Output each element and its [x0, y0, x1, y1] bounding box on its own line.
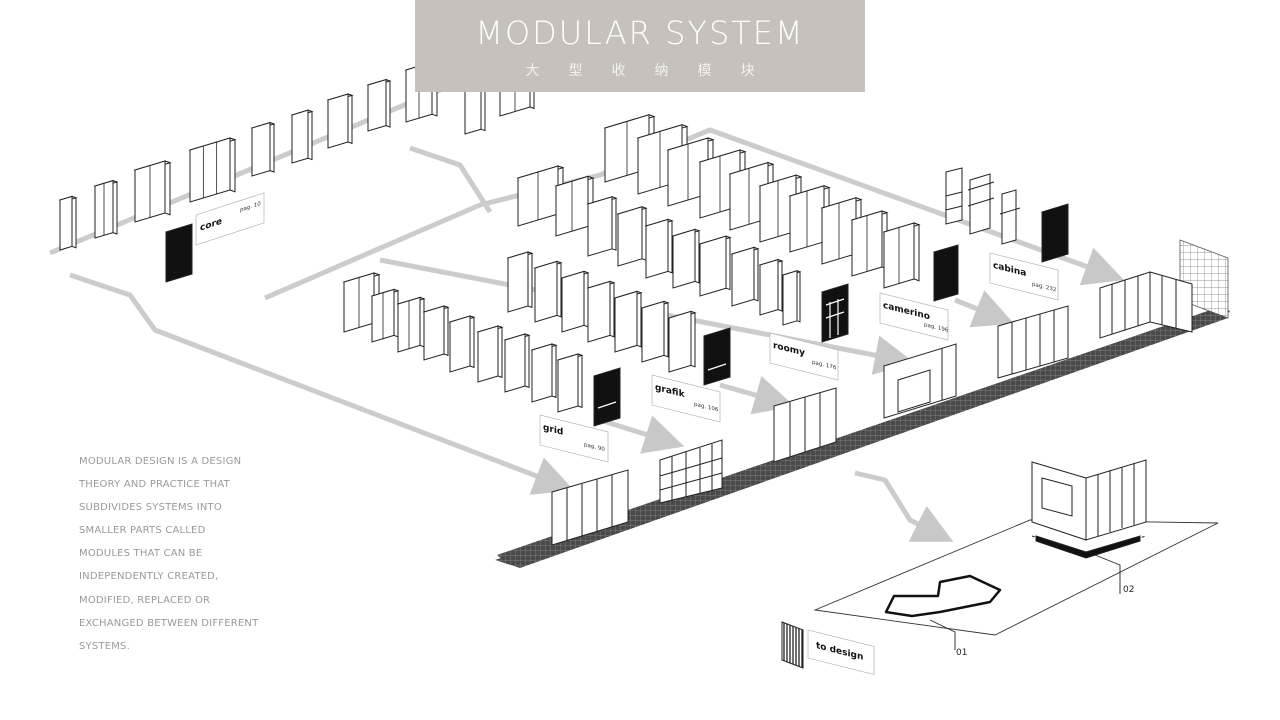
roomy-sample-panel [821, 283, 849, 343]
description-text: modular design is a design theory and pr… [79, 450, 269, 658]
grafik-assembly [659, 439, 723, 504]
description-line: subdivides systems into [79, 502, 222, 514]
path-left-down [69, 272, 575, 495]
page-subtitle: 大型收纳模块 [525, 63, 784, 79]
cabina-assembly [997, 305, 1069, 379]
roomy-module [758, 258, 784, 316]
cabina-label-card: cabina pag. 232 [989, 252, 1059, 301]
core-label-card: core pag. 10 [195, 192, 265, 246]
description-line: systems. [79, 640, 130, 652]
grid-assembly [551, 469, 629, 546]
roomy-module [586, 196, 618, 257]
to-design-label-card: to design [807, 629, 875, 675]
description-line: independently created, [79, 571, 219, 583]
path-upper-branch [409, 145, 493, 214]
camerino-label-card: camerino pag. 196 [879, 292, 949, 341]
camerino-assembly [883, 343, 957, 419]
grafik-module [667, 310, 697, 373]
grid-module [422, 305, 450, 361]
grid-sample-panel [593, 367, 621, 427]
grafik-sample-panel [703, 327, 731, 386]
grid-module [503, 333, 531, 393]
design-floor-plane [813, 519, 1219, 636]
grafik-module [586, 280, 616, 343]
core-module [188, 137, 237, 203]
description-line: modules that can be [79, 548, 203, 560]
grid-module [530, 343, 558, 403]
description-line: smaller parts called [79, 525, 206, 537]
roomy-module [730, 246, 760, 307]
grafik-module [533, 260, 563, 323]
grid-module [396, 296, 426, 353]
design-unit [1031, 459, 1147, 559]
camerino-module [788, 185, 831, 253]
design-room-outline [884, 574, 1002, 618]
camerino-module [820, 197, 863, 265]
description-line: modified, replaced or [79, 594, 211, 606]
description-line: exchanged between different [79, 617, 259, 629]
core-module [290, 109, 314, 164]
cabina-sample-panel [1041, 203, 1069, 263]
marker-02: 02 [1123, 585, 1134, 595]
camerino-module [882, 222, 921, 289]
roomy-module [554, 175, 595, 237]
description-line: modular design is a design [79, 456, 242, 467]
design-plan: 01 02 [813, 459, 1219, 658]
roomy-label-card: roomy pag. 176 [769, 332, 839, 381]
core-module [326, 93, 354, 149]
core-module [93, 179, 119, 239]
path-mid-branch [264, 127, 1125, 301]
core-module [133, 160, 172, 223]
grafik-label-card: grafik pag. 106 [651, 374, 721, 423]
path-to-design [854, 470, 954, 542]
label-cards: core pag. 10 grid pag. 90 grafik pag. 10… [195, 192, 1059, 675]
core-module [58, 195, 78, 251]
grafik-module [640, 300, 670, 363]
camerino-module [850, 210, 889, 277]
description-line: theory and practice that [79, 479, 230, 491]
roomy-module [644, 218, 674, 279]
module-cabinets [58, 60, 921, 413]
path-row-camerino [954, 290, 1014, 328]
path-row-grid [599, 415, 685, 454]
grafik-module [560, 270, 590, 333]
roomy-module [698, 235, 732, 297]
title-banner: MODULAR SYSTEM 大型收纳模块 [415, 0, 865, 92]
grid-module [370, 288, 400, 343]
marker-01: 01 [956, 648, 967, 658]
grid-module [448, 315, 476, 373]
grid-module [476, 325, 504, 383]
path-row-grafik [719, 375, 795, 415]
to-design-sample-panel [781, 621, 804, 669]
page-title: MODULAR SYSTEM [475, 14, 805, 52]
roomy-module [616, 206, 648, 267]
roomy-assembly [773, 387, 837, 463]
camerino-sample-panel [933, 244, 959, 302]
grafik-module [613, 290, 643, 353]
assembled-units [551, 271, 1193, 546]
core-module [250, 121, 276, 177]
cabina-page: pag. 232 [1032, 282, 1056, 294]
core-sample-panel [165, 223, 193, 283]
grid-page: pag. 90 [584, 442, 605, 453]
roomy-module [671, 228, 701, 289]
cabina-accessories [945, 167, 1021, 245]
corner-assembly [1099, 271, 1193, 339]
grafik-module [506, 251, 534, 313]
grid-module [556, 353, 584, 413]
core-module [366, 78, 392, 132]
roomy-module [781, 270, 802, 326]
sample-panels [165, 203, 1069, 669]
grid-label-card: grid pag. 90 [539, 414, 609, 463]
